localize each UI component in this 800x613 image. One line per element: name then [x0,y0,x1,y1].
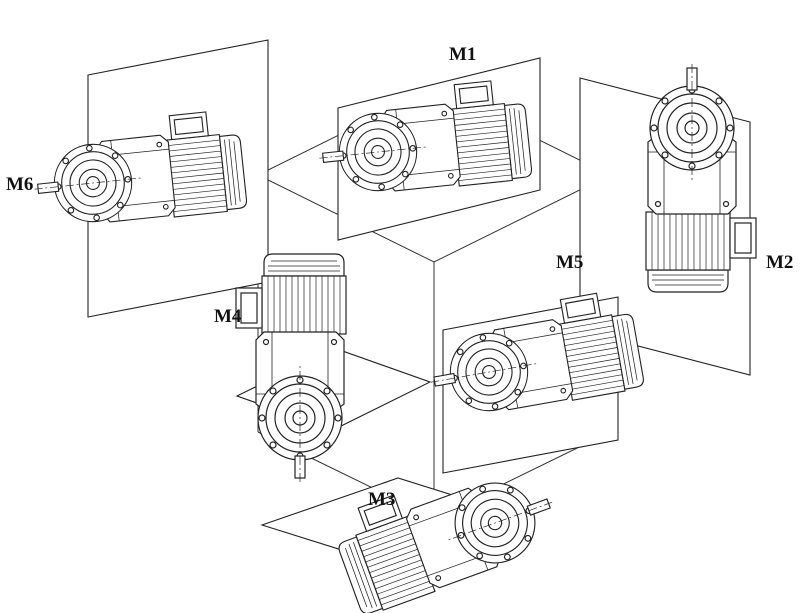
label-m4: M4 [214,306,242,327]
label-m1: M1 [449,44,476,65]
label-m2: M2 [766,252,793,273]
mounting-position-m4: M4 [214,253,432,483]
mounting-position-m3: M3 [260,444,568,613]
label-m6: M6 [6,174,33,195]
mounting-position-m5: M5 [420,252,646,474]
label-m5: M5 [556,252,583,273]
label-m3: M3 [368,489,395,510]
mounting-position-m1: M1 [312,44,541,241]
gearmotor-drawing-m4 [235,253,347,483]
mounting-position-m6: M6 [6,39,269,318]
mounting-position-m2: M2 [579,63,793,376]
